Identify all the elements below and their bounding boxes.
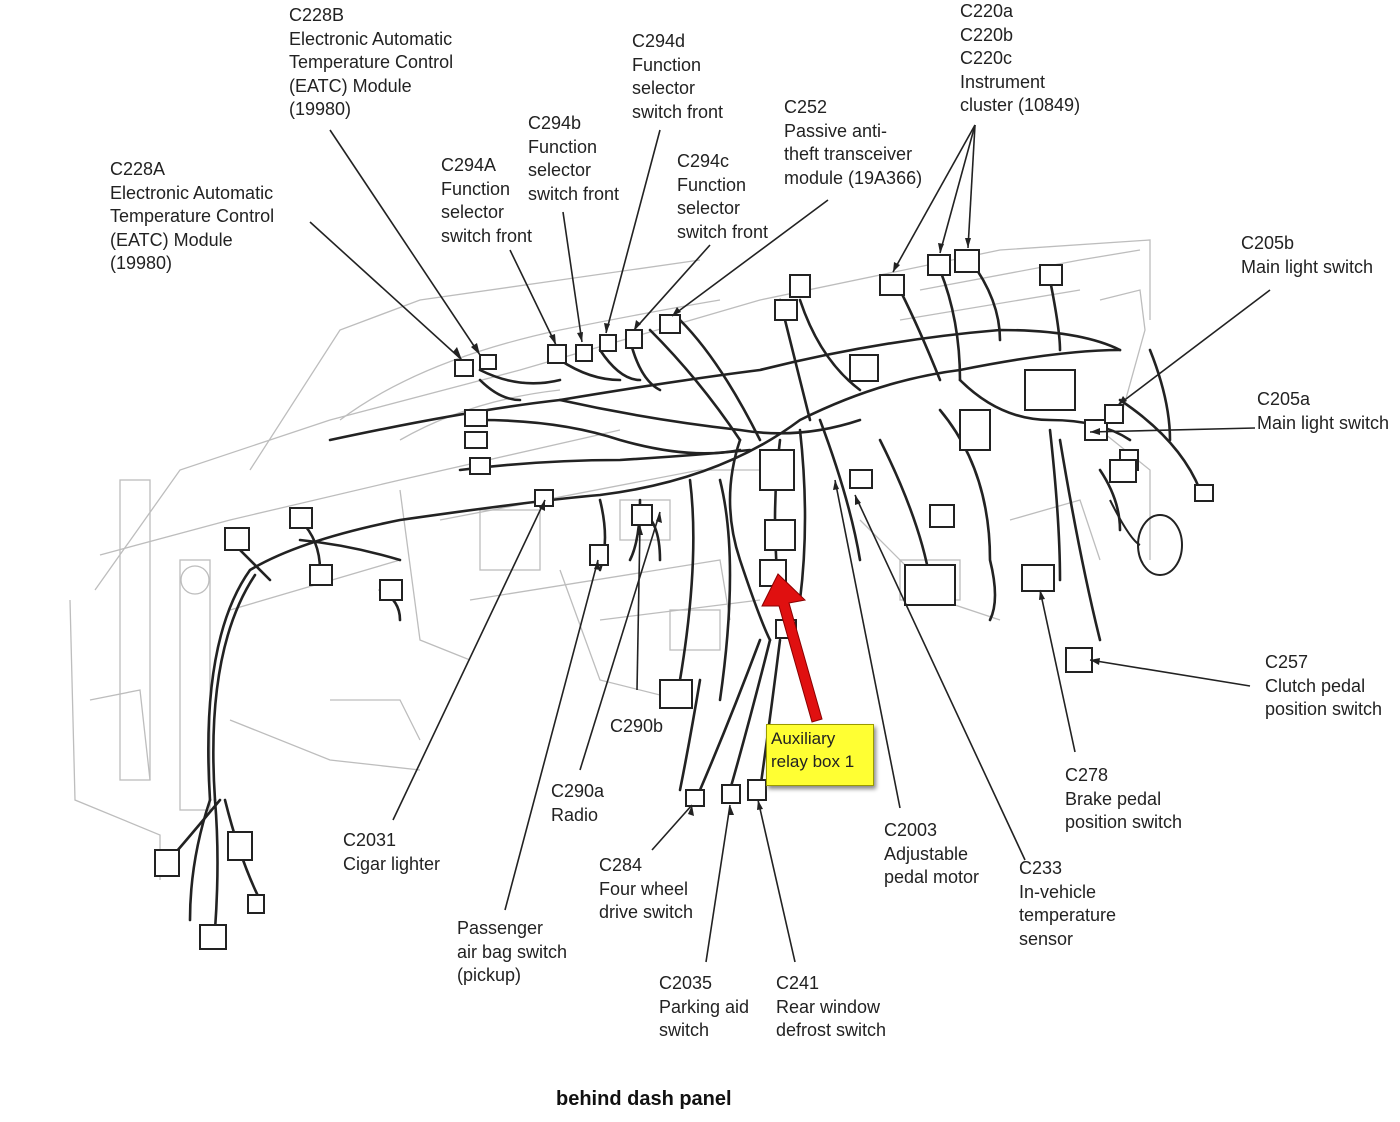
label-c228b: C228B Electronic Automatic Temperature C… bbox=[289, 5, 454, 119]
label-c294c: C294c Function selector switch front bbox=[677, 151, 769, 242]
auxiliary-relay-box-callout: Auxiliary relay box 1 bbox=[766, 724, 874, 786]
label-c294b: C294b Function selector switch front bbox=[528, 113, 620, 204]
label-c233: C233 In-vehicle temperature sensor bbox=[1019, 858, 1117, 949]
label-c2003: C2003 Adjustable pedal motor bbox=[884, 820, 980, 887]
label-c252: C252 Passive anti- theft transceiver mod… bbox=[784, 97, 923, 188]
label-c220: C220a C220b C220c Instrument cluster (10… bbox=[960, 1, 1081, 115]
label-c294d: C294d Function selector switch front bbox=[632, 31, 724, 122]
diagram-caption: behind dash panel bbox=[556, 1088, 732, 1110]
connectors bbox=[154, 249, 1214, 950]
label-c278: C278 Brake pedal position switch bbox=[1065, 765, 1183, 832]
leader-arrowheads bbox=[453, 238, 1127, 816]
label-c290b: C290b bbox=[610, 716, 664, 736]
label-c205a: C205a Main light switch bbox=[1257, 389, 1390, 433]
red-arrow bbox=[761, 573, 823, 723]
label-c2031: C2031 Cigar lighter bbox=[343, 830, 441, 874]
label-c284: C284 Four wheel drive switch bbox=[599, 855, 694, 922]
label-c294a: C294A Function selector switch front bbox=[441, 155, 533, 246]
label-c228a: C228A Electronic Automatic Temperature C… bbox=[110, 159, 275, 273]
wiring-harness bbox=[158, 258, 1202, 932]
label-passenger-air-bag: Passenger air bag switch (pickup) bbox=[457, 918, 568, 985]
label-c257: C257 Clutch pedal position switch bbox=[1265, 652, 1383, 719]
label-c290a: C290a Radio bbox=[551, 781, 605, 825]
label-c2035: C2035 Parking aid switch bbox=[659, 973, 750, 1040]
label-c241: C241 Rear window defrost switch bbox=[776, 973, 887, 1040]
horn bbox=[1109, 499, 1183, 576]
leader-lines bbox=[309, 124, 1271, 963]
label-c205b: C205b Main light switch bbox=[1241, 233, 1374, 277]
